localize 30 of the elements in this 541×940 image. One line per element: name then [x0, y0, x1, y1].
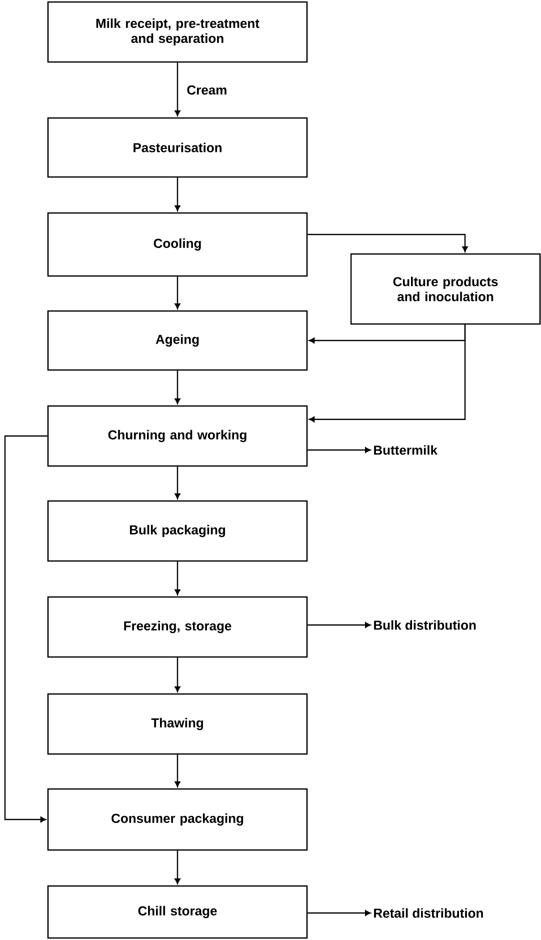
- output-label: Bulk distribution: [374, 620, 476, 630]
- arrow: [174, 754, 180, 788]
- output-label: Retail distribution: [374, 908, 483, 918]
- arrow: [174, 658, 180, 692]
- output-label: Buttermilk: [374, 445, 438, 455]
- arrow: [174, 466, 180, 500]
- arrow: [308, 234, 468, 252]
- arrow: [4, 435, 48, 822]
- arrow: [308, 324, 466, 422]
- process-box: Ageing: [47, 310, 308, 371]
- process-box: Consumer packaging: [47, 788, 308, 851]
- process-box: Chill storage: [47, 885, 308, 939]
- process-box: Pasteurisation: [47, 117, 308, 178]
- process-box: Milk receipt, pre-treatment and separation: [47, 1, 308, 63]
- arrow: [174, 62, 180, 116]
- arrow: [308, 447, 371, 453]
- process-box: Freezing, storage: [47, 596, 308, 658]
- arrow: [174, 850, 180, 884]
- process-box: Cooling: [47, 212, 308, 277]
- arrow: [174, 562, 180, 596]
- edge-label: Cream: [186, 84, 228, 96]
- arrow: [308, 910, 371, 916]
- process-box: Bulk packaging: [47, 500, 308, 562]
- arrow: [174, 276, 180, 310]
- process-box: Churning and working: [47, 405, 308, 467]
- process-box: Thawing: [47, 693, 308, 755]
- process-box: Culture products and inoculation: [350, 253, 541, 325]
- arrow: [174, 370, 180, 404]
- arrow: [308, 622, 371, 628]
- arrow: [174, 178, 180, 212]
